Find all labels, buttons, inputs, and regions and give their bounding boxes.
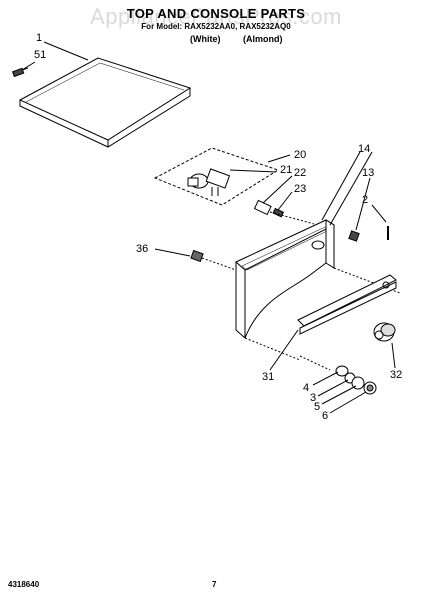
callout-36: 36: [136, 243, 149, 255]
callout-32: 32: [390, 369, 403, 381]
screw-13: [348, 230, 360, 242]
page-title: TOP AND CONSOLE PARTS: [126, 6, 306, 21]
callout-5: 5: [314, 401, 321, 413]
knob-32: [373, 322, 396, 342]
switch-21: [187, 168, 231, 196]
top-panel: [18, 57, 192, 148]
callout-4: 4: [303, 382, 310, 394]
callout-1: 1: [36, 32, 43, 44]
variant-almond: (Almond): [243, 34, 283, 44]
callout-23: 23: [294, 183, 307, 195]
callout-20: 20: [294, 149, 307, 161]
callout-31: 31: [262, 371, 275, 383]
knob-parts-3-6: [335, 365, 377, 395]
screw-51: [11, 67, 29, 78]
model-subtitle: For Model: RAX5232AA0, RAX5232AQ0: [141, 22, 291, 31]
clip-36: [190, 249, 204, 263]
callout-51: 51: [34, 49, 47, 61]
variant-white: (White): [190, 34, 221, 44]
callout-13: 13: [362, 167, 375, 179]
callout-21: 21: [280, 164, 293, 176]
page-number: 7: [212, 580, 217, 589]
console-overlay-31: [297, 274, 397, 335]
watermark: AppliancePartsPros.com: [90, 4, 342, 29]
bracket-22: [253, 199, 272, 216]
screw-23: [272, 207, 285, 218]
callout-2: 2: [362, 194, 369, 206]
callout-6: 6: [322, 410, 329, 422]
callout-3: 3: [310, 392, 317, 404]
console-14: [235, 219, 401, 361]
switch-kit-box: [153, 147, 280, 206]
callout-14: 14: [358, 143, 371, 155]
document-number: 4318640: [8, 580, 40, 589]
callout-22: 22: [294, 167, 307, 179]
